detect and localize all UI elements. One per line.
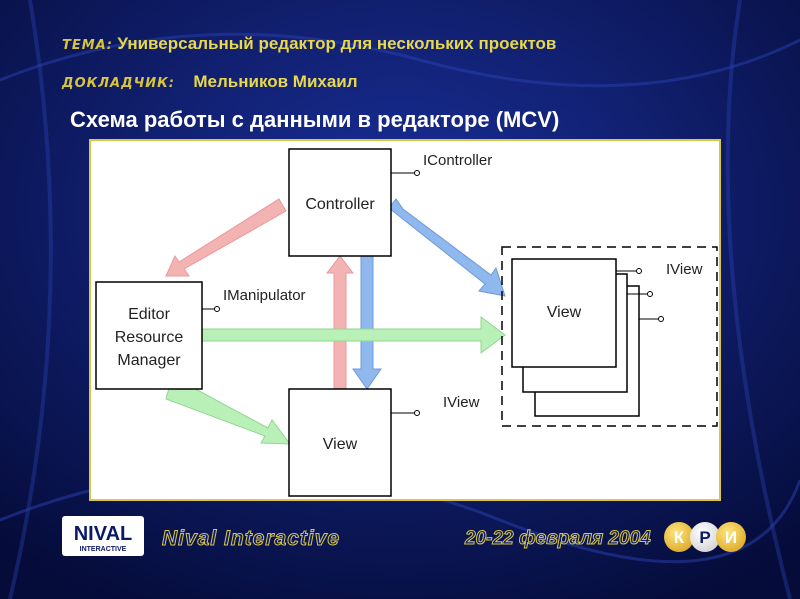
kri-letter-r: Р — [699, 528, 710, 547]
iview-stack-port-icon-3 — [658, 316, 664, 322]
controller-label: Controller — [305, 196, 375, 213]
topic-text: Универсальный редактор для нескольких пр… — [117, 34, 557, 53]
brand-name: Nival Interactive — [161, 527, 341, 551]
arrow-controller-to-view — [352, 255, 382, 390]
speaker-label: Докладчик: — [62, 76, 175, 91]
iview-bottom-label: IView — [443, 394, 480, 411]
speaker-row: Докладчик: Мельников Михаил — [62, 72, 358, 92]
view-stack-front — [511, 258, 617, 368]
logo-top-text: NIVAL — [74, 523, 133, 545]
arrow-editor-to-view-stack — [201, 316, 506, 354]
arrow-view-to-controller — [325, 255, 355, 390]
kri-badge-i: И — [716, 522, 746, 552]
controller-box — [288, 148, 392, 257]
speaker-name: Мельников Михаил — [193, 72, 358, 91]
iview-stack-port-icon-2 — [647, 291, 653, 297]
kri-letter-i: И — [725, 528, 737, 547]
imanipulator-label: IManipulator — [223, 287, 306, 304]
arrow-controller-to-view-stack — [388, 198, 506, 297]
topic-row: Тема: Универсальный редактор для несколь… — [62, 34, 556, 54]
slide-title: Схема работы с данными в редакторе (MCV) — [70, 107, 560, 132]
kri-badge-k: К — [664, 522, 694, 552]
diagram-frame: Controller IController Editor Resource M… — [89, 139, 721, 501]
arrow-controller-to-editor — [165, 198, 287, 277]
kri-badge-r: Р — [690, 522, 720, 552]
iview-stack-port-icon-1 — [636, 268, 642, 274]
imanipulator-port-icon — [214, 306, 220, 312]
icontroller-label: IController — [423, 152, 492, 169]
editor-label-line2: Resource — [115, 329, 184, 346]
event-date: 20-22 февраля 2004 — [465, 528, 652, 550]
logo-bottom-text: INTERACTIVE — [80, 546, 127, 553]
topic-label: Тема: — [62, 38, 113, 53]
iview-stack-label: IView — [666, 261, 703, 278]
nival-logo: NIVAL INTERACTIVE — [62, 516, 144, 556]
view-bottom-label: View — [323, 436, 358, 453]
editor-label-line3: Manager — [117, 352, 181, 369]
kri-letter-k: К — [674, 528, 685, 547]
editor-label-line1: Editor — [128, 306, 170, 323]
view-bottom-box — [288, 388, 392, 497]
view-stack-label: View — [547, 304, 582, 321]
editor-resource-manager-box — [95, 281, 203, 390]
iview-bottom-port-icon — [414, 410, 420, 416]
icontroller-port-icon — [414, 170, 420, 176]
view-stack-container — [501, 246, 718, 427]
